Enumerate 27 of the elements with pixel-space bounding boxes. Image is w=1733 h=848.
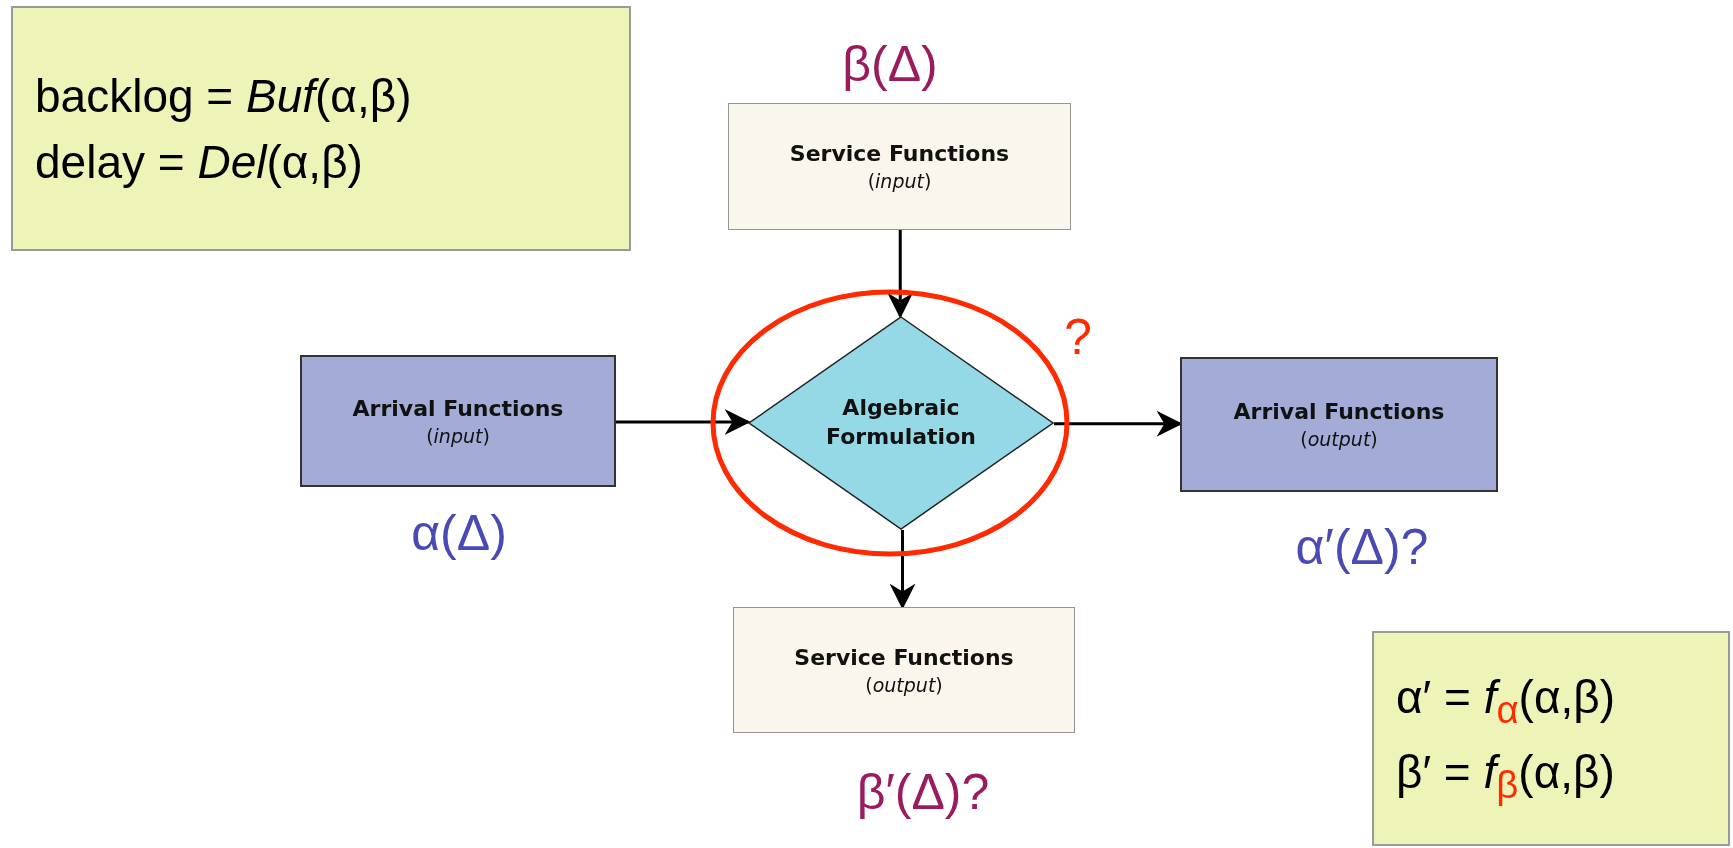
box-title: Service Functions bbox=[794, 644, 1014, 670]
formula-text: α′ = f$_{α}$(α,β) bbox=[1396, 670, 1616, 733]
formula-text: delay = Del(α,β) bbox=[35, 134, 363, 189]
process-box bbox=[1180, 357, 1498, 492]
function-label: α′(Δ)? bbox=[1295, 518, 1429, 576]
arrow bbox=[616, 409, 751, 435]
arrow bbox=[887, 230, 914, 319]
box-subtitle: (input) bbox=[426, 424, 490, 447]
question-mark: ? bbox=[1064, 308, 1092, 366]
box-title: Arrival Functions bbox=[1233, 399, 1445, 424]
process-box bbox=[300, 355, 616, 487]
box-title: Service Functions bbox=[789, 141, 1010, 166]
process-box bbox=[733, 607, 1075, 733]
box-subtitle: (input) bbox=[867, 170, 932, 192]
formula-box bbox=[11, 6, 631, 251]
process-box bbox=[728, 103, 1071, 230]
formula-text: backlog = Buf(α,β) bbox=[35, 68, 412, 123]
box-subtitle: (output) bbox=[1300, 428, 1378, 450]
function-label: β′(Δ)? bbox=[856, 763, 990, 821]
box-title: Arrival Functions bbox=[352, 395, 564, 421]
formula-box bbox=[1372, 631, 1730, 846]
decision-diamond bbox=[748, 316, 1054, 530]
function-label: β(Δ) bbox=[842, 35, 938, 93]
box-subtitle: (output) bbox=[865, 673, 943, 696]
formula-text: β′ = f$_{β}$(α,β) bbox=[1396, 744, 1615, 807]
box-title: Algebraic Formulation bbox=[826, 394, 976, 451]
function-label: α(Δ) bbox=[411, 504, 507, 562]
